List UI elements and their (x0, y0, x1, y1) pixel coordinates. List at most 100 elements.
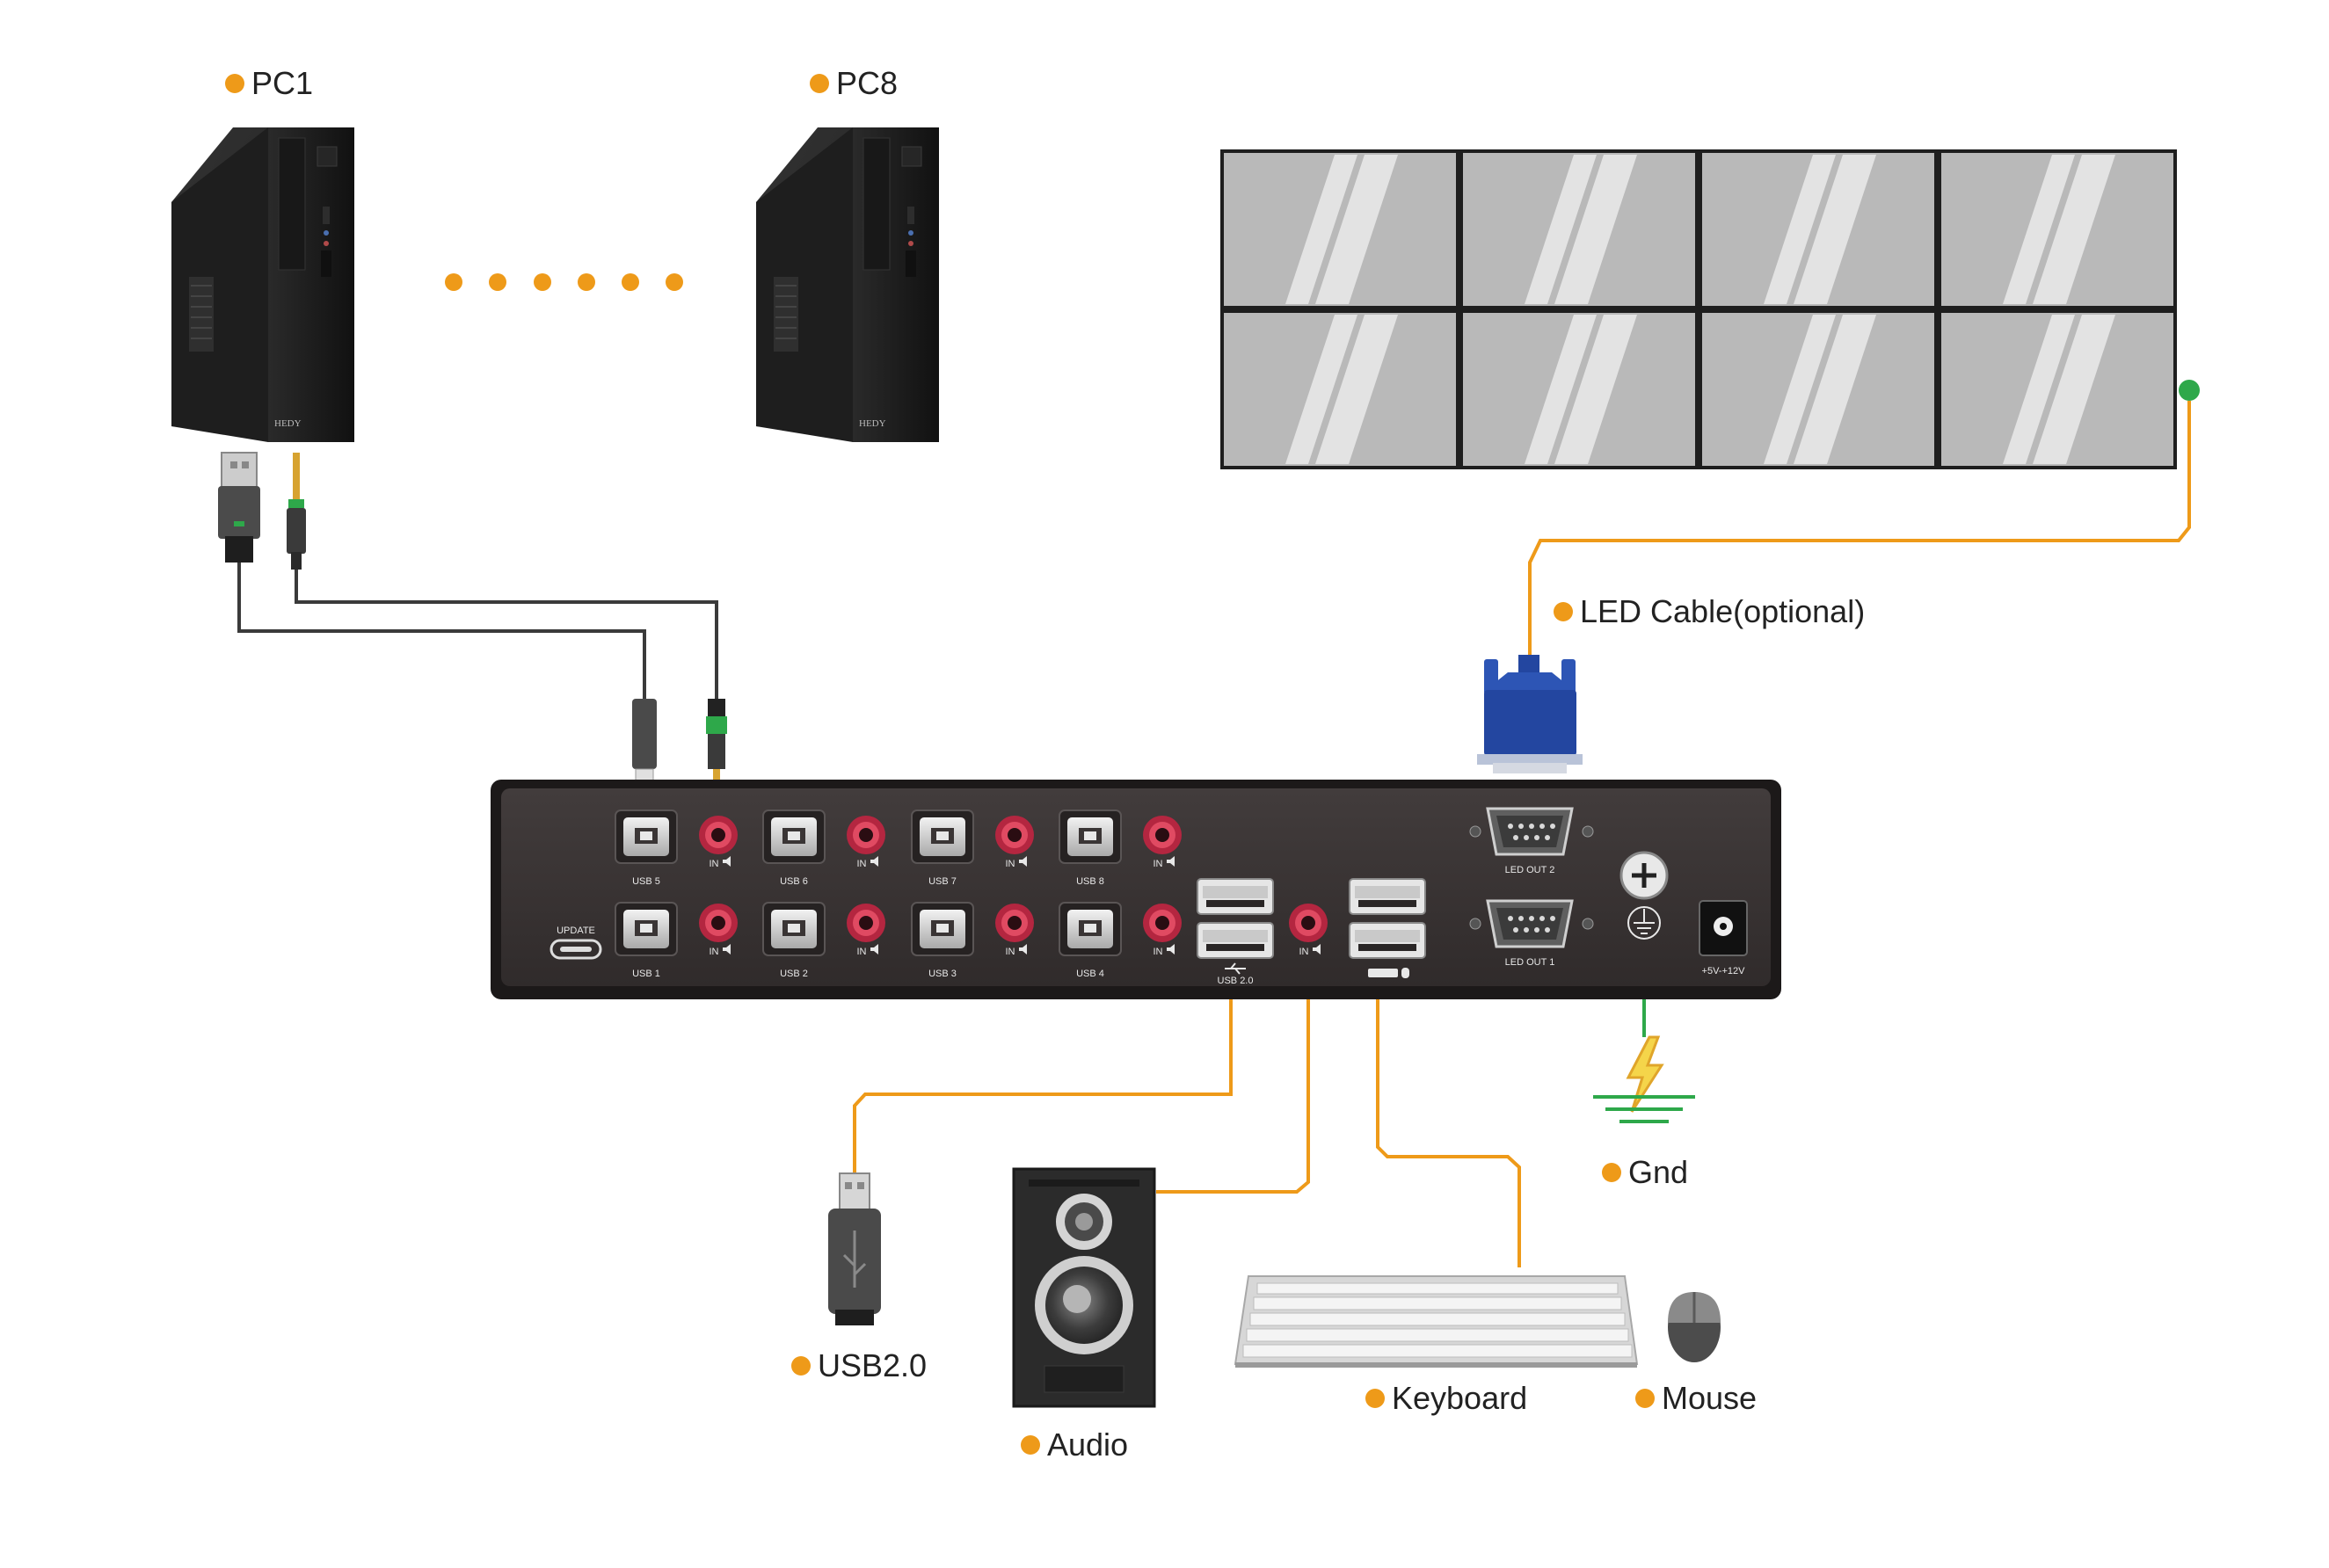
usb-symbol-icon (1225, 962, 1246, 975)
pc1-label-text: PC1 (251, 65, 314, 101)
wall-screen (1938, 309, 2177, 469)
usb-a-port (1197, 922, 1274, 959)
audio-in-port (699, 904, 738, 942)
usb-plug-icon (218, 452, 260, 563)
led-out-2-label: LED OUT 2 (1505, 865, 1555, 875)
usb5-port (615, 809, 678, 864)
wall-screen (1220, 309, 1459, 469)
audio-in-label: IN (1006, 859, 1015, 869)
kbd-mouse-symbol (1368, 968, 1409, 978)
usb20-label: USB2.0 (791, 1347, 927, 1384)
audio-label-text: Audio (1047, 1426, 1129, 1463)
port-label-usb1: USB 1 (632, 969, 660, 979)
usb8-port (1059, 809, 1122, 864)
port-label-usb5: USB 5 (632, 876, 660, 887)
wall-screen (1938, 149, 2177, 309)
gnd-label: Gnd (1602, 1154, 1688, 1191)
keyboard-label: Keyboard (1365, 1380, 1527, 1417)
led-cable-wire (1528, 401, 2191, 655)
audio-in-label: IN (1299, 947, 1309, 957)
audio-in-port (1143, 816, 1182, 854)
label-dot (791, 1356, 811, 1376)
audio-in-port (847, 816, 885, 854)
vga-connector-icon (1477, 655, 1583, 773)
usb20-label-text: USB2.0 (818, 1347, 928, 1383)
keyboard-label-text: Keyboard (1392, 1380, 1528, 1416)
audio-in-label: IN (710, 947, 719, 957)
usb1-port (615, 902, 678, 956)
label-dot (1602, 1163, 1621, 1182)
label-dot (1021, 1435, 1040, 1455)
power-label: +5V-+12V (1702, 966, 1746, 976)
audio-in-port (1143, 904, 1182, 942)
usb7-port (911, 809, 974, 864)
audio-in-label: IN (710, 859, 719, 869)
audio-in-port (995, 816, 1034, 854)
usb-drive-icon (828, 1172, 881, 1325)
wall-screen (1220, 149, 1459, 309)
wall-screen (1459, 149, 1699, 309)
ground-icon (1593, 1095, 1695, 1123)
label-dot (810, 74, 829, 93)
usb3-port (911, 902, 974, 956)
audio-in-label: IN (1154, 859, 1163, 869)
audio-in-port (995, 904, 1034, 942)
led-cable-label: LED Cable(optional) (1554, 593, 1865, 630)
label-dot (1635, 1389, 1655, 1408)
port-label-usb8: USB 8 (1076, 876, 1104, 887)
pc8-brand: HEDY (859, 418, 886, 429)
kbd-mouse-port (1349, 922, 1426, 959)
audio-in-label: IN (857, 859, 867, 869)
keyboard-icon (1234, 1275, 1639, 1368)
ground-symbol-icon (1627, 906, 1661, 940)
wall-screen (1699, 309, 1938, 469)
speaker-symbol-icon (723, 856, 1321, 955)
audio-in-label: IN (1006, 947, 1015, 957)
led-out-1-label: LED OUT 1 (1505, 957, 1555, 968)
wall-connection-point (2179, 380, 2200, 401)
usb-a-port (1197, 878, 1274, 915)
usb4-port (1059, 902, 1122, 956)
wires (237, 401, 2191, 1267)
pc8-label-text: PC8 (836, 65, 899, 101)
gnd-label-text: Gnd (1628, 1154, 1689, 1190)
led-video-wall (1220, 149, 2177, 469)
led-out-1-port (1486, 899, 1574, 948)
pc1-tower (171, 127, 355, 443)
pc1-label: PC1 (225, 65, 313, 102)
audio-in-port (699, 816, 738, 854)
port-label-usb3: USB 3 (928, 969, 957, 979)
audio-label: Audio (1021, 1426, 1128, 1463)
usb-hub-label: USB 2.0 (1218, 976, 1254, 986)
kvm-switch-device: USB 5 USB 6 USB 7 USB 8 USB 1 USB 2 USB … (491, 780, 1781, 999)
update-port (549, 939, 602, 960)
port-label-usb4: USB 4 (1076, 969, 1104, 979)
port-label-usb7: USB 7 (928, 876, 957, 887)
audio-cable (295, 563, 718, 699)
wall-screen (1699, 149, 1938, 309)
label-dot (225, 74, 244, 93)
mouse-icon (1668, 1292, 1721, 1362)
label-dot (1554, 602, 1573, 621)
pc1-brand: HEDY (274, 418, 302, 429)
mouse-label-text: Mouse (1662, 1380, 1758, 1416)
audio-in-label: IN (1154, 947, 1163, 957)
led-out-2-port (1486, 807, 1574, 856)
audio-in-port (847, 904, 885, 942)
usb-cable (237, 563, 646, 699)
audio-out-port (1289, 904, 1328, 942)
usb20-wire (853, 996, 1233, 1173)
more-pcs-ellipsis (445, 273, 683, 291)
keyboard-wire (1376, 996, 1521, 1267)
port-label-usb6: USB 6 (780, 876, 808, 887)
pc8-tower (755, 127, 940, 443)
mouse-label: Mouse (1635, 1380, 1757, 1417)
audio-wire (1156, 984, 1310, 1194)
lightning-icon (1626, 1035, 1664, 1113)
speaker-icon (1012, 1167, 1156, 1408)
audio-jack-icon (287, 453, 306, 570)
update-label: UPDATE (557, 926, 595, 936)
kbd-mouse-port (1349, 878, 1426, 915)
led-cable-label-text: LED Cable(optional) (1580, 593, 1866, 629)
